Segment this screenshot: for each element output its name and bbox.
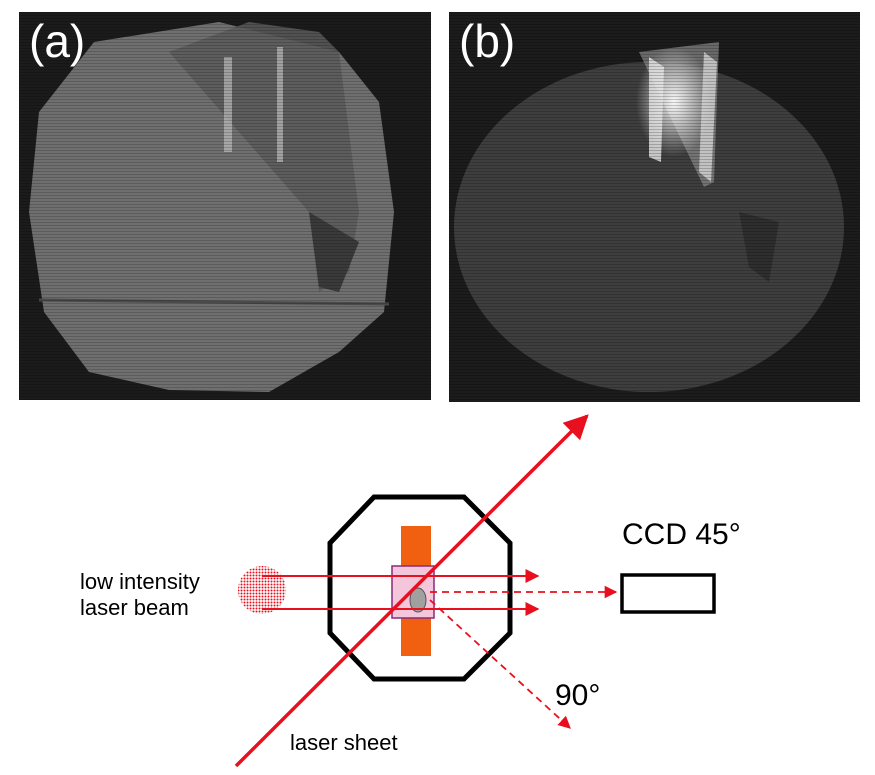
photo-panel-b: (b): [449, 12, 860, 402]
ccd-label: CCD 45°: [622, 518, 741, 551]
beam-label-line1: low intensity: [80, 569, 200, 594]
beam-label-line2: laser beam: [80, 595, 189, 620]
scattering-photo-image: [449, 12, 860, 402]
laser-sheet-label: laser sheet: [290, 730, 398, 755]
angle-90-label: 90°: [555, 679, 601, 712]
crystal-photo-image: [19, 12, 431, 400]
setup-diagram: low intensity laser beam CCD 45° 90° las…: [0, 400, 875, 770]
laser-sheet-beam: [234, 414, 589, 768]
ccd-camera-icon: [620, 573, 716, 614]
photo-panel-a: (a): [19, 12, 431, 400]
panel-label-b: (b): [459, 15, 516, 67]
scattered-beam-90: [429, 599, 571, 729]
chamber-octagon: [327, 494, 513, 682]
crystal-sample: [409, 587, 427, 613]
panel-label-a: (a): [29, 15, 86, 67]
setup-schematic: [234, 414, 716, 768]
beam-source-icon: [238, 566, 286, 614]
